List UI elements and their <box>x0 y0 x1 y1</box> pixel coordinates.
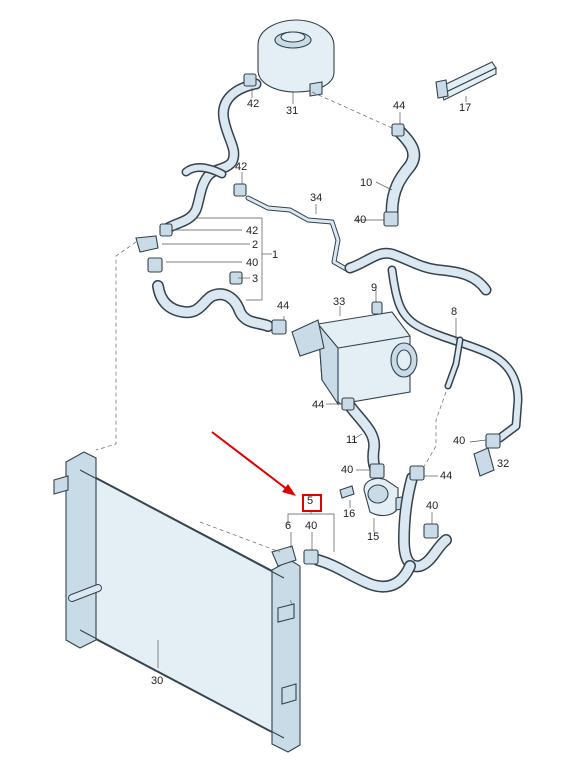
label-40-upper: 40 <box>354 214 367 226</box>
label-15: 15 <box>367 531 380 543</box>
upper-left-hose <box>162 78 262 234</box>
label-32: 32 <box>497 458 510 470</box>
label-34: 34 <box>310 192 323 204</box>
pipe-34 <box>245 195 351 273</box>
label-42-lower: 42 <box>246 225 259 237</box>
left-lower-hose <box>135 235 287 335</box>
label-44-left: 44 <box>277 300 290 312</box>
label-42-middle: 42 <box>235 161 248 173</box>
label-33: 33 <box>333 296 346 308</box>
label-40-pump: 40 <box>341 464 354 476</box>
radiator <box>53 451 301 753</box>
label-16: 16 <box>343 508 356 520</box>
dashed-lines <box>95 91 447 605</box>
leader-lines <box>157 88 487 668</box>
expansion-tank <box>257 19 335 97</box>
label-42-upper: 42 <box>247 98 260 110</box>
label-40-lower-right: 40 <box>426 500 439 512</box>
label-8: 8 <box>451 306 458 318</box>
red-arrow <box>211 431 296 496</box>
label-44-upper: 44 <box>393 100 406 112</box>
highlighted-part-box <box>302 494 322 512</box>
heat-exchanger <box>291 301 418 406</box>
label-40-right: 40 <box>453 435 466 447</box>
label-17: 17 <box>459 102 472 114</box>
label-3: 3 <box>252 273 259 285</box>
label-40-left: 40 <box>246 257 259 269</box>
label-31: 31 <box>286 105 299 117</box>
lower-radiator-hose <box>271 545 416 593</box>
label-11: 11 <box>346 434 358 446</box>
hose-10 <box>383 123 421 227</box>
label-44-right: 44 <box>440 470 453 482</box>
label-44-middle: 44 <box>312 399 325 411</box>
label-2: 2 <box>252 239 259 251</box>
bracket-17 <box>435 61 497 101</box>
label-1: 1 <box>272 249 279 261</box>
label-6: 6 <box>285 520 292 532</box>
clips-42 <box>159 73 257 237</box>
label-5-highlighted[interactable]: 5 <box>307 495 314 507</box>
label-30: 30 <box>151 675 164 687</box>
label-9: 9 <box>371 282 378 294</box>
bracket-32 <box>473 433 501 477</box>
pipe-8 <box>387 265 523 443</box>
label-40-lower: 40 <box>305 520 318 532</box>
hose-upper-right <box>344 247 492 296</box>
label-10: 10 <box>360 177 373 189</box>
